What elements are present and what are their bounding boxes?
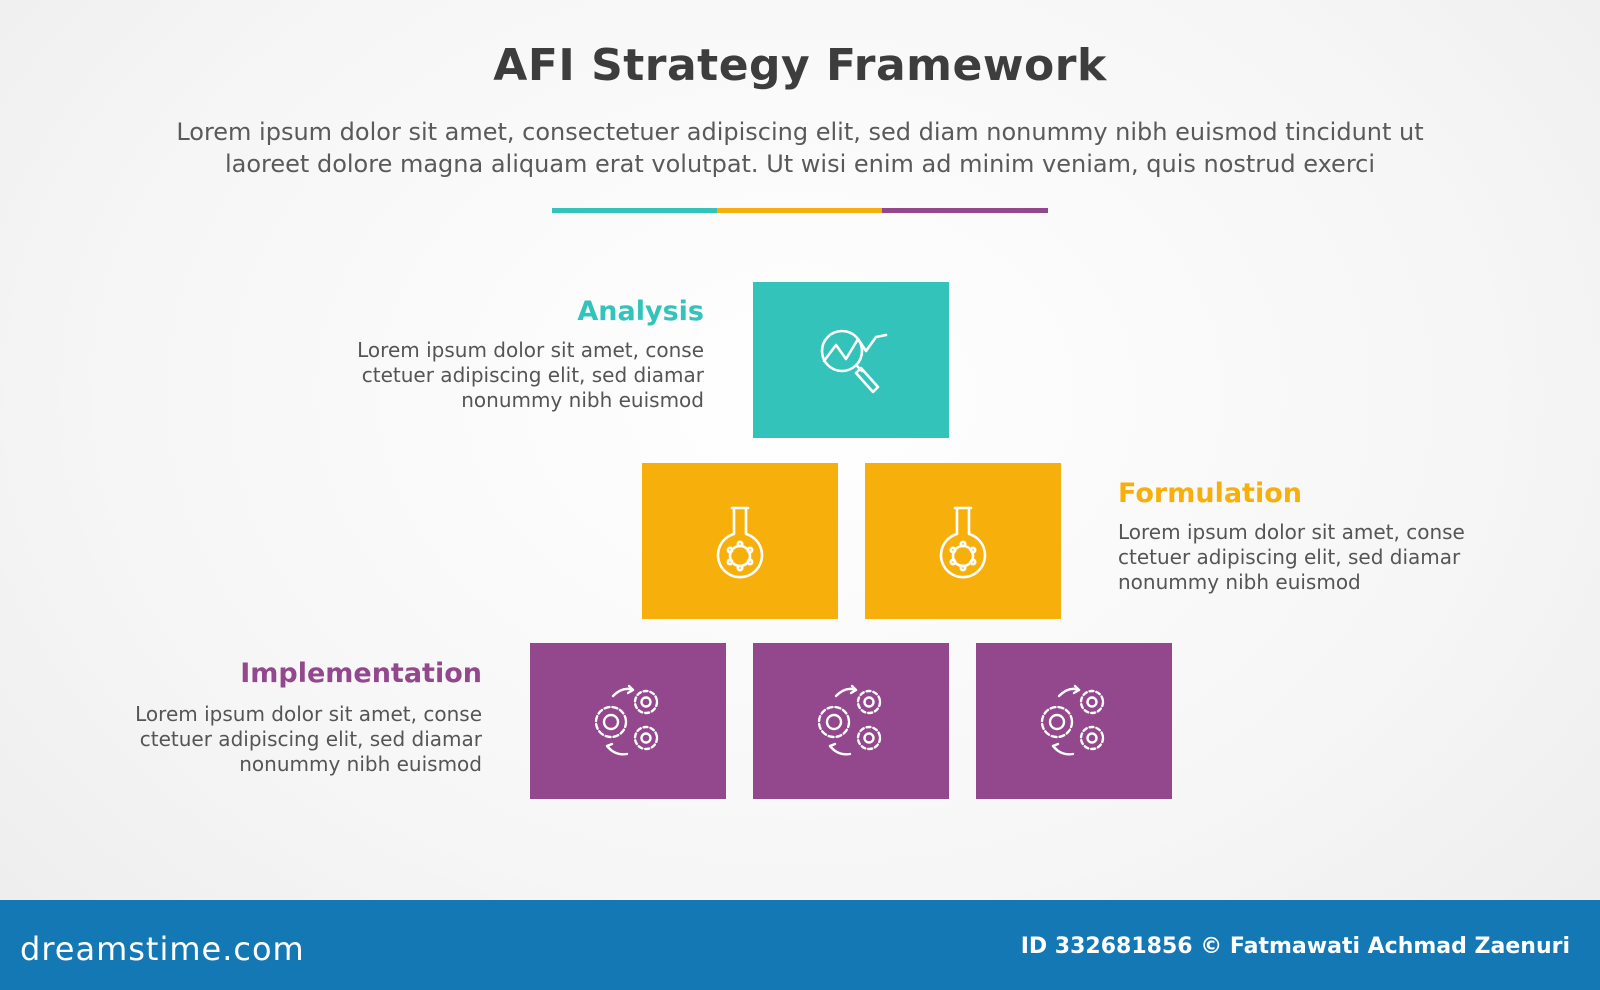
page-title: AFI Strategy Framework — [493, 40, 1107, 91]
footer-bar: dreamstime.com ID 332681856 © Fatmawati … — [0, 900, 1600, 990]
divider-analysis — [552, 208, 717, 213]
implementation-description: Lorem ipsum dolor sit amet, conse ctetue… — [135, 702, 482, 777]
divider-formulation — [717, 208, 882, 213]
implementation-desc-line-2: ctetuer adipiscing elit, sed diamar — [139, 727, 482, 751]
gears-icon — [1040, 684, 1105, 756]
chart-magnifier-icon — [820, 329, 888, 394]
subtitle-line-2: laoreet dolore magna aliquam erat volutp… — [224, 150, 1376, 178]
analysis-description: Lorem ipsum dolor sit amet, conse ctetue… — [357, 338, 704, 413]
formulation-title: Formulation — [1118, 478, 1302, 509]
implementation-desc-line-1: Lorem ipsum dolor sit amet, conse — [135, 702, 482, 726]
implementation-desc-line-3: nonummy nibh euismod — [239, 752, 482, 776]
analysis-desc-line-2: ctetuer adipiscing elit, sed diamar — [361, 363, 704, 387]
divider-implementation — [882, 208, 1048, 213]
analysis-desc-line-3: nonummy nibh euismod — [461, 388, 704, 412]
formulation-description: Lorem ipsum dolor sit amet, conse ctetue… — [1118, 520, 1465, 595]
page-subtitle: Lorem ipsum dolor sit amet, consectetuer… — [120, 116, 1480, 180]
flask-icon — [716, 506, 764, 579]
formulation-desc-line-1: Lorem ipsum dolor sit amet, conse — [1118, 520, 1465, 544]
formulation-desc-line-3: nonummy nibh euismod — [1118, 570, 1361, 594]
gears-icon — [594, 684, 659, 756]
analysis-box — [753, 282, 949, 438]
footer-logo[interactable]: dreamstime.com — [20, 930, 305, 968]
footer-credit: ID 332681856 © Fatmawati Achmad Zaenuri — [1020, 934, 1570, 959]
implementation-box-3 — [976, 643, 1172, 799]
flask-icon — [939, 506, 987, 579]
analysis-title: Analysis — [577, 296, 704, 327]
implementation-box-2 — [753, 643, 949, 799]
formulation-desc-line-2: ctetuer adipiscing elit, sed diamar — [1118, 545, 1461, 569]
implementation-title: Implementation — [240, 658, 482, 689]
formulation-box-1 — [642, 463, 838, 619]
implementation-box-1 — [530, 643, 726, 799]
formulation-box-2 — [865, 463, 1061, 619]
analysis-desc-line-1: Lorem ipsum dolor sit amet, conse — [357, 338, 704, 362]
gears-icon — [817, 684, 882, 756]
subtitle-line-1: Lorem ipsum dolor sit amet, consectetuer… — [176, 118, 1424, 146]
